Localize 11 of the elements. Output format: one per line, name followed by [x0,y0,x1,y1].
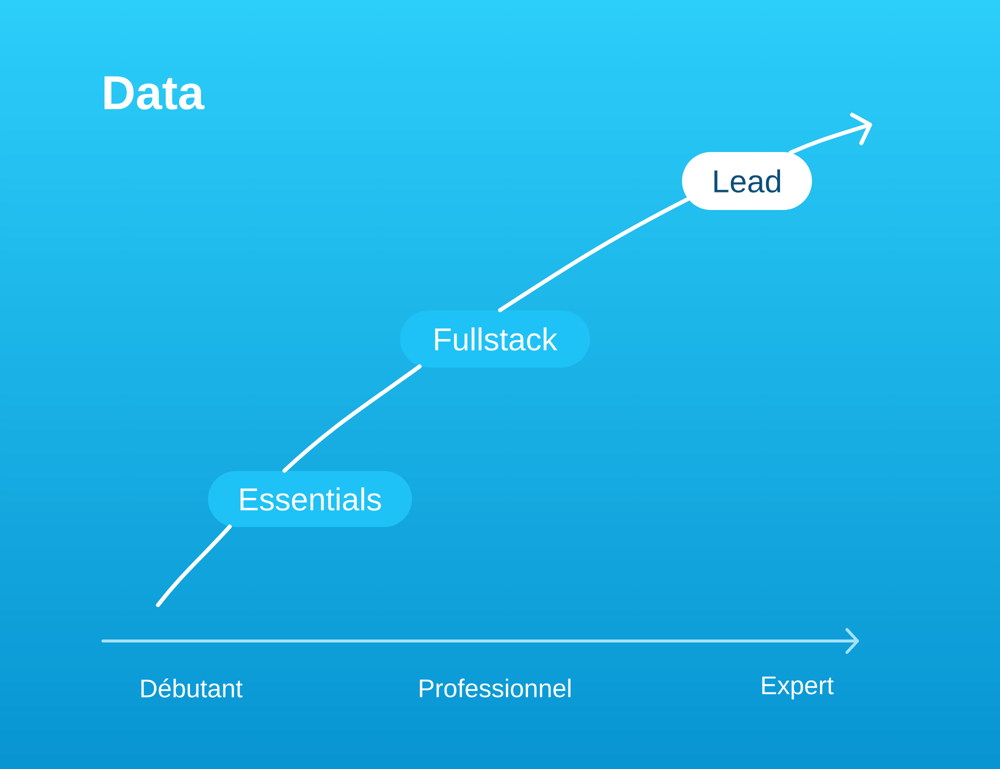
axis-label: Professionnel [420,678,570,698]
pill-box: Lead [682,152,812,210]
curved-line [156,524,232,608]
title: Data [104,76,204,110]
curved-line [282,364,422,473]
curved-arrow [788,112,872,155]
curved-line [498,197,690,312]
pill-box: Fullstack [400,310,590,368]
pill-box: Essentials [208,471,412,527]
axis-label: Débutant [141,678,242,698]
axis-label: Expert [762,676,834,700]
